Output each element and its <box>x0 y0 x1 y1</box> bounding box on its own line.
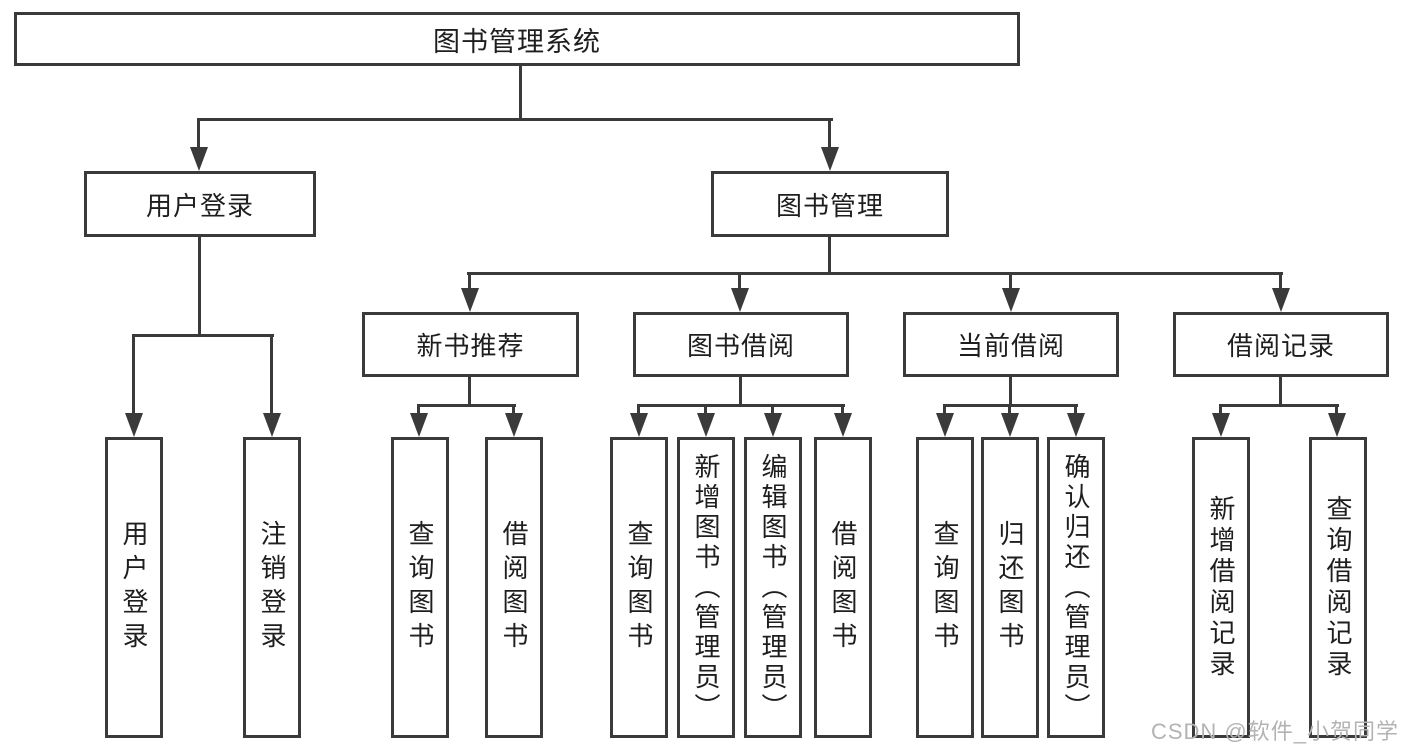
connector-line <box>1008 404 1011 416</box>
connector-line <box>828 118 831 150</box>
connector-line <box>1074 404 1077 416</box>
leaf-confirm-return-admin: 确认归还（管理员） <box>1047 437 1105 738</box>
arrow-down-icon <box>1002 288 1020 312</box>
root-node-library-management-system: 图书管理系统 <box>14 12 1020 66</box>
connector-line <box>738 272 741 292</box>
leaf-edit-book-admin: 编辑图书（管理员） <box>744 437 802 738</box>
leaf-query-book-current: 查询图书 <box>916 437 974 738</box>
arrow-down-icon <box>410 413 428 437</box>
leaf-logout-label: 注销登录 <box>257 519 287 656</box>
connector-line <box>468 375 471 407</box>
connector-line <box>841 404 844 416</box>
leaf-return-book: 归还图书 <box>981 437 1039 738</box>
leaf-query-book-borrowing: 查询图书 <box>610 437 668 738</box>
connector-line <box>771 404 774 416</box>
node-book-management-label: 图书管理 <box>775 190 884 221</box>
connector-line <box>1279 272 1282 292</box>
connector-line <box>132 334 274 337</box>
leaf-borrow-book-recommend: 借阅图书 <box>485 437 543 738</box>
arrow-down-icon <box>1272 288 1290 312</box>
connector-line <box>1219 404 1222 416</box>
connector-line <box>519 64 522 120</box>
connector-line <box>1279 375 1282 407</box>
arrow-down-icon <box>190 147 208 171</box>
leaf-query-book-recommend: 查询图书 <box>391 437 449 738</box>
node-user-login: 用户登录 <box>84 171 316 237</box>
arrow-down-icon <box>1001 413 1019 437</box>
arrow-down-icon <box>1212 413 1230 437</box>
connector-line <box>197 118 200 150</box>
connector-line <box>739 375 742 407</box>
leaf-return-book-label: 归还图书 <box>995 519 1025 656</box>
node-borrowing-records-label: 借阅记录 <box>1226 331 1335 361</box>
leaf-query-book-current-label: 查询图书 <box>930 519 960 656</box>
arrow-down-icon <box>630 413 648 437</box>
node-new-book-recommend: 新书推荐 <box>362 312 579 377</box>
node-book-borrowing: 图书借阅 <box>633 312 849 377</box>
arrow-down-icon <box>1067 413 1085 437</box>
leaf-add-borrow-record-label: 新增借阅记录 <box>1206 494 1236 681</box>
node-new-book-recommend-label: 新书推荐 <box>416 331 525 361</box>
connector-line <box>1219 404 1339 407</box>
arrow-down-icon <box>125 413 143 437</box>
leaf-add-borrow-record: 新增借阅记录 <box>1192 437 1250 738</box>
leaf-confirm-return-admin-label: 确认归还（管理员） <box>1061 452 1091 723</box>
arrow-down-icon <box>461 288 479 312</box>
arrow-down-icon <box>263 413 281 437</box>
leaf-query-book-recommend-label: 查询图书 <box>405 519 435 656</box>
connector-line <box>468 272 471 292</box>
arrow-down-icon <box>834 413 852 437</box>
arrow-down-icon <box>697 413 715 437</box>
arrow-down-icon <box>1328 413 1346 437</box>
node-book-borrowing-label: 图书借阅 <box>686 331 795 361</box>
root-node-label: 图书管理系统 <box>433 26 601 57</box>
leaf-borrow-book-recommend-label: 借阅图书 <box>499 519 529 656</box>
arrow-down-icon <box>821 147 839 171</box>
leaf-borrow-book-label: 借阅图书 <box>828 519 858 656</box>
node-book-management: 图书管理 <box>711 171 949 237</box>
connector-line <box>132 334 135 416</box>
connector-line <box>467 272 1283 275</box>
node-borrowing-records: 借阅记录 <box>1173 312 1389 377</box>
leaf-add-book-admin-label: 新增图书（管理员） <box>691 452 721 723</box>
leaf-edit-book-admin-label: 编辑图书（管理员） <box>758 452 788 723</box>
connector-line <box>1335 404 1338 416</box>
node-user-login-label: 用户登录 <box>145 190 254 221</box>
leaf-query-book-borrowing-label: 查询图书 <box>624 519 654 656</box>
connector-line <box>198 235 201 337</box>
connector-line <box>197 118 833 121</box>
connector-line <box>417 404 420 416</box>
node-current-borrowing: 当前借阅 <box>903 312 1119 377</box>
leaf-add-book-admin: 新增图书（管理员） <box>677 437 735 738</box>
connector-line <box>704 404 707 416</box>
connector-line <box>1009 272 1012 292</box>
leaf-user-login: 用户登录 <box>105 437 163 738</box>
arrow-down-icon <box>764 413 782 437</box>
connector-line <box>417 404 516 407</box>
connector-line <box>637 404 640 416</box>
node-current-borrowing-label: 当前借阅 <box>956 331 1065 361</box>
leaf-logout: 注销登录 <box>243 437 301 738</box>
arrow-down-icon <box>731 288 749 312</box>
connector-line <box>512 404 515 416</box>
connector-line <box>943 404 946 416</box>
leaf-borrow-book: 借阅图书 <box>814 437 872 738</box>
csdn-watermark: CSDN @软件_小贺同学 <box>1150 719 1399 744</box>
connector-line <box>637 404 845 407</box>
connector-line <box>828 235 831 275</box>
arrow-down-icon <box>505 413 523 437</box>
arrow-down-icon <box>936 413 954 437</box>
leaf-query-borrow-record: 查询借阅记录 <box>1309 437 1367 738</box>
leaf-user-login-label: 用户登录 <box>119 519 149 656</box>
connector-line <box>1009 375 1012 407</box>
connector-line <box>270 334 273 416</box>
leaf-query-borrow-record-label: 查询借阅记录 <box>1323 494 1353 681</box>
